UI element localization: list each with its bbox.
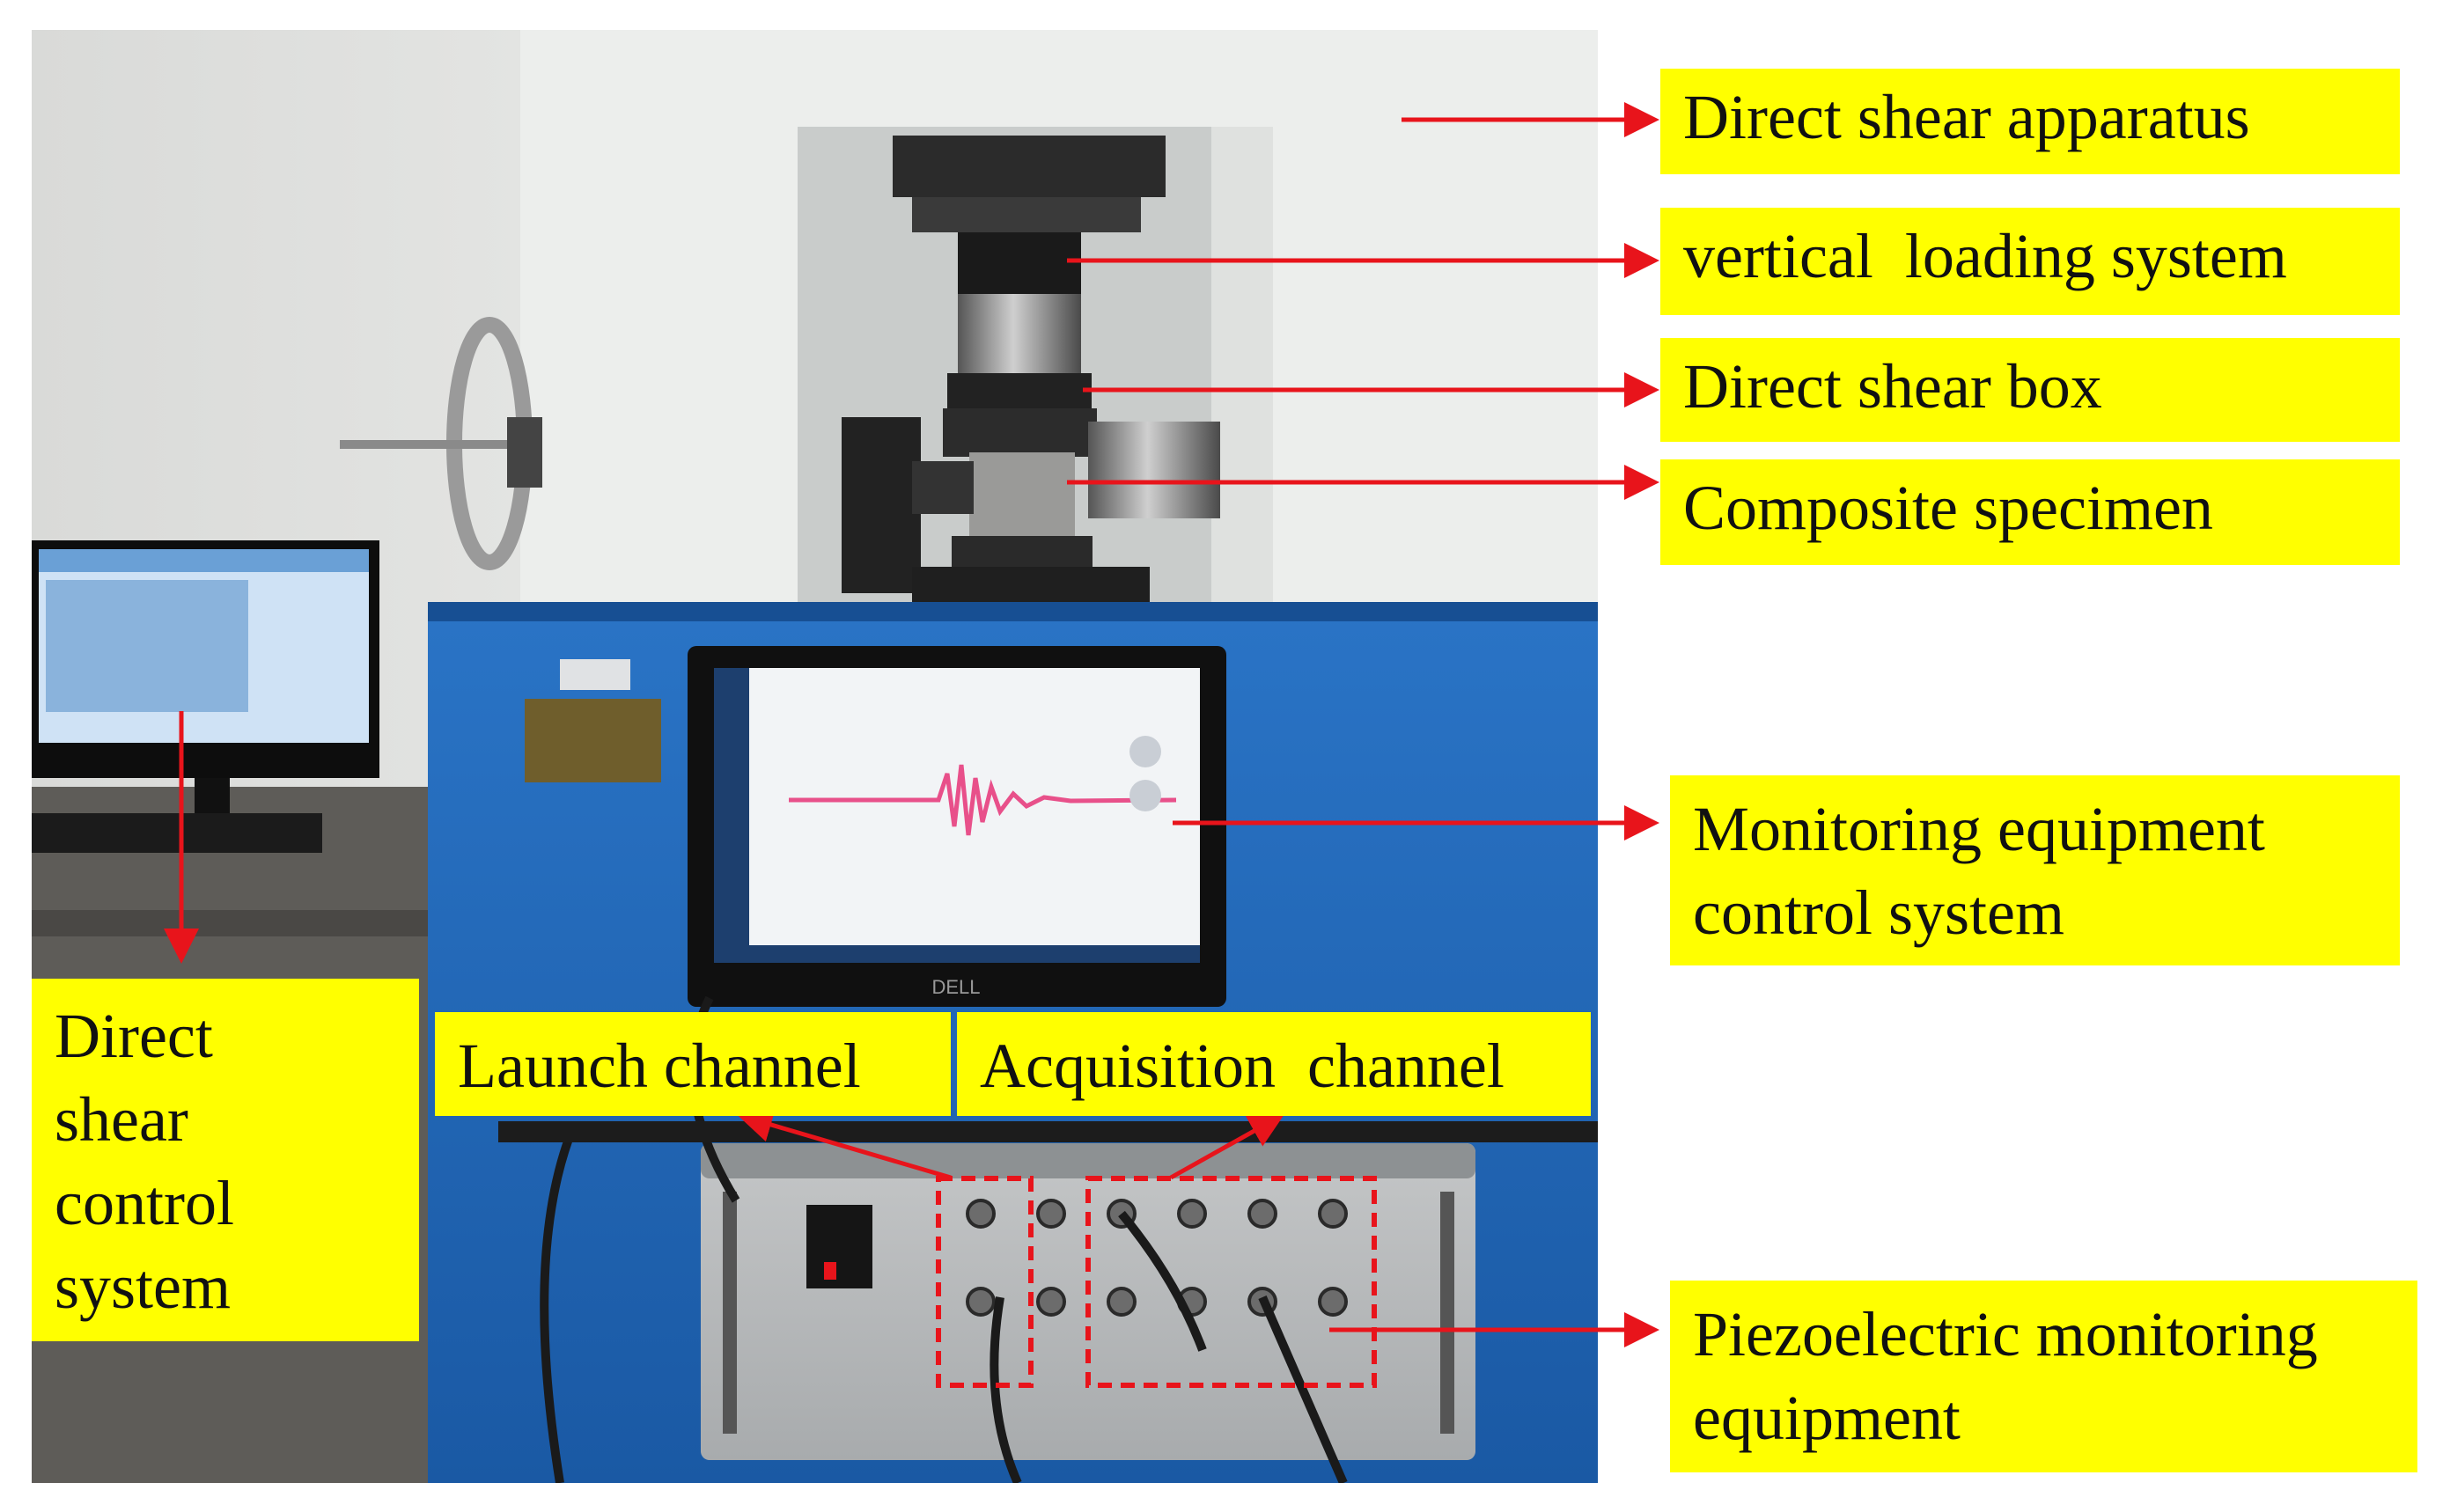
- label-direct-shear-box: Direct shear box: [1660, 338, 2400, 442]
- shear-box-upper: [943, 408, 1097, 457]
- label-acquisition-channel: Acquisition channel: [957, 1012, 1591, 1116]
- loading-cylinder: [958, 232, 1081, 294]
- launch-channel-dashed-box: [936, 1176, 1034, 1388]
- piezo-equipment: [701, 1143, 1475, 1460]
- waveform: [789, 764, 1177, 836]
- label-composite-specimen: Composite specimen: [1660, 459, 2400, 565]
- label-direct-shear-apparatus: Direct shear apparatus: [1660, 69, 2400, 174]
- top-platen: [893, 136, 1166, 197]
- label-piezoelectric-monitoring-equipment: Piezoelectric monitoring equipment: [1670, 1281, 2417, 1472]
- keyboard: [32, 813, 322, 853]
- laptop-brand: DELL: [931, 976, 980, 998]
- horizontal-actuator-right: [1088, 422, 1220, 518]
- composite-specimen-block: [969, 452, 1075, 540]
- label-launch-channel: Launch channel: [435, 1012, 951, 1116]
- label-monitoring-equipment-control-system: Monitoring equipment control system: [1670, 775, 2400, 965]
- label-direct-shear-control-system: Direct shear control system: [32, 979, 419, 1341]
- lab-photo: DELL: [32, 30, 1598, 1483]
- horizontal-ram-left: [842, 417, 921, 593]
- bnc-connectors: [966, 1199, 1348, 1317]
- label-vertical-loading-system: vertical loading system: [1660, 208, 2400, 315]
